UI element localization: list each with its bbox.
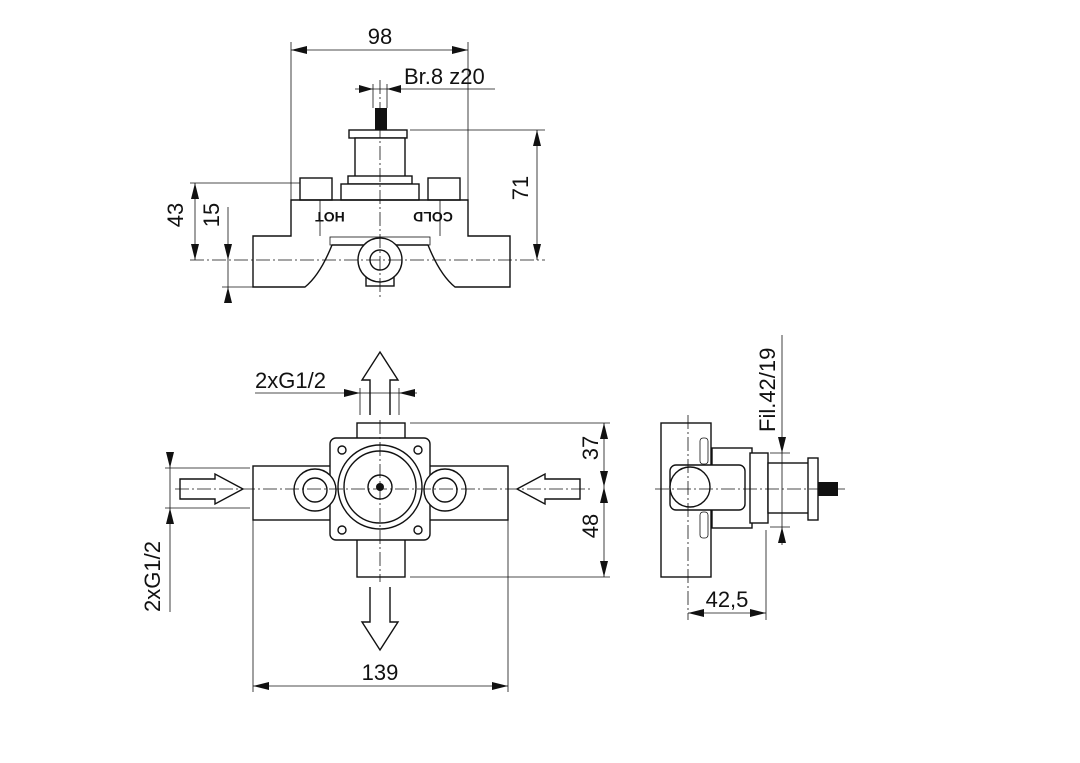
- spindle-dim-label: Br.8 z20: [404, 64, 485, 89]
- dimension-98-label: 98: [368, 24, 392, 49]
- spindle: [375, 108, 387, 130]
- fil-dim-label: Fil.42/19: [755, 348, 780, 432]
- dimension-139: 139: [252, 520, 509, 692]
- stop-valve-left: [293, 468, 337, 512]
- mounting-hole: [337, 445, 347, 455]
- inlet-thread-label: 2xG1/2: [140, 541, 165, 612]
- outlet-arrow-up-icon: [360, 350, 400, 415]
- stop-valve-right: [423, 468, 467, 512]
- mounting-hole: [337, 525, 347, 535]
- inlet-arrow-left-icon: [179, 472, 245, 506]
- dimension-43: 43: [163, 182, 300, 260]
- dimension-inlet-thread: 2xG1/2: [140, 452, 250, 612]
- dimension-139-label: 139: [362, 660, 399, 685]
- side-port: [669, 466, 711, 508]
- side-view: Fil.42/19 42,5: [655, 335, 845, 620]
- cold-label: COLD: [413, 209, 453, 225]
- dimension-15: 15: [199, 203, 253, 303]
- dimension-fil: Fil.42/19: [755, 335, 790, 545]
- dimension-43-label: 43: [163, 203, 188, 227]
- bolt-right: [427, 177, 461, 201]
- inlet-arrow-right-icon: [515, 472, 581, 506]
- hot-label: HOT: [315, 209, 345, 225]
- dimension-42-5: 42,5: [688, 530, 767, 620]
- dimension-71-label: 71: [508, 176, 533, 200]
- dimension-48-label: 48: [578, 514, 603, 538]
- dimension-37-48: 37 48: [410, 422, 610, 578]
- outlet-arrow-down-icon: [360, 587, 400, 652]
- top-view: 98 Br.8 z20 HOT COLD: [163, 24, 545, 303]
- side-nut: [749, 452, 769, 524]
- side-cap: [767, 462, 811, 514]
- cap-plate: [348, 129, 408, 139]
- dimension-outlet-thread: 2xG1/2: [255, 368, 417, 415]
- dimension-spindle: Br.8 z20: [355, 64, 495, 108]
- outlet-thread-label: 2xG1/2: [255, 368, 326, 393]
- mounting-hole: [413, 525, 423, 535]
- dimension-15-label: 15: [199, 203, 224, 227]
- dimension-37-label: 37: [578, 436, 603, 460]
- dimension-98: 98: [290, 24, 469, 200]
- dimension-71: 71: [410, 129, 545, 260]
- mounting-hole: [413, 445, 423, 455]
- dimension-42-5-label: 42,5: [706, 587, 749, 612]
- bolt-left: [299, 177, 333, 201]
- front-view: 2xG1/2 2xG1/2 37 48 139: [140, 350, 610, 692]
